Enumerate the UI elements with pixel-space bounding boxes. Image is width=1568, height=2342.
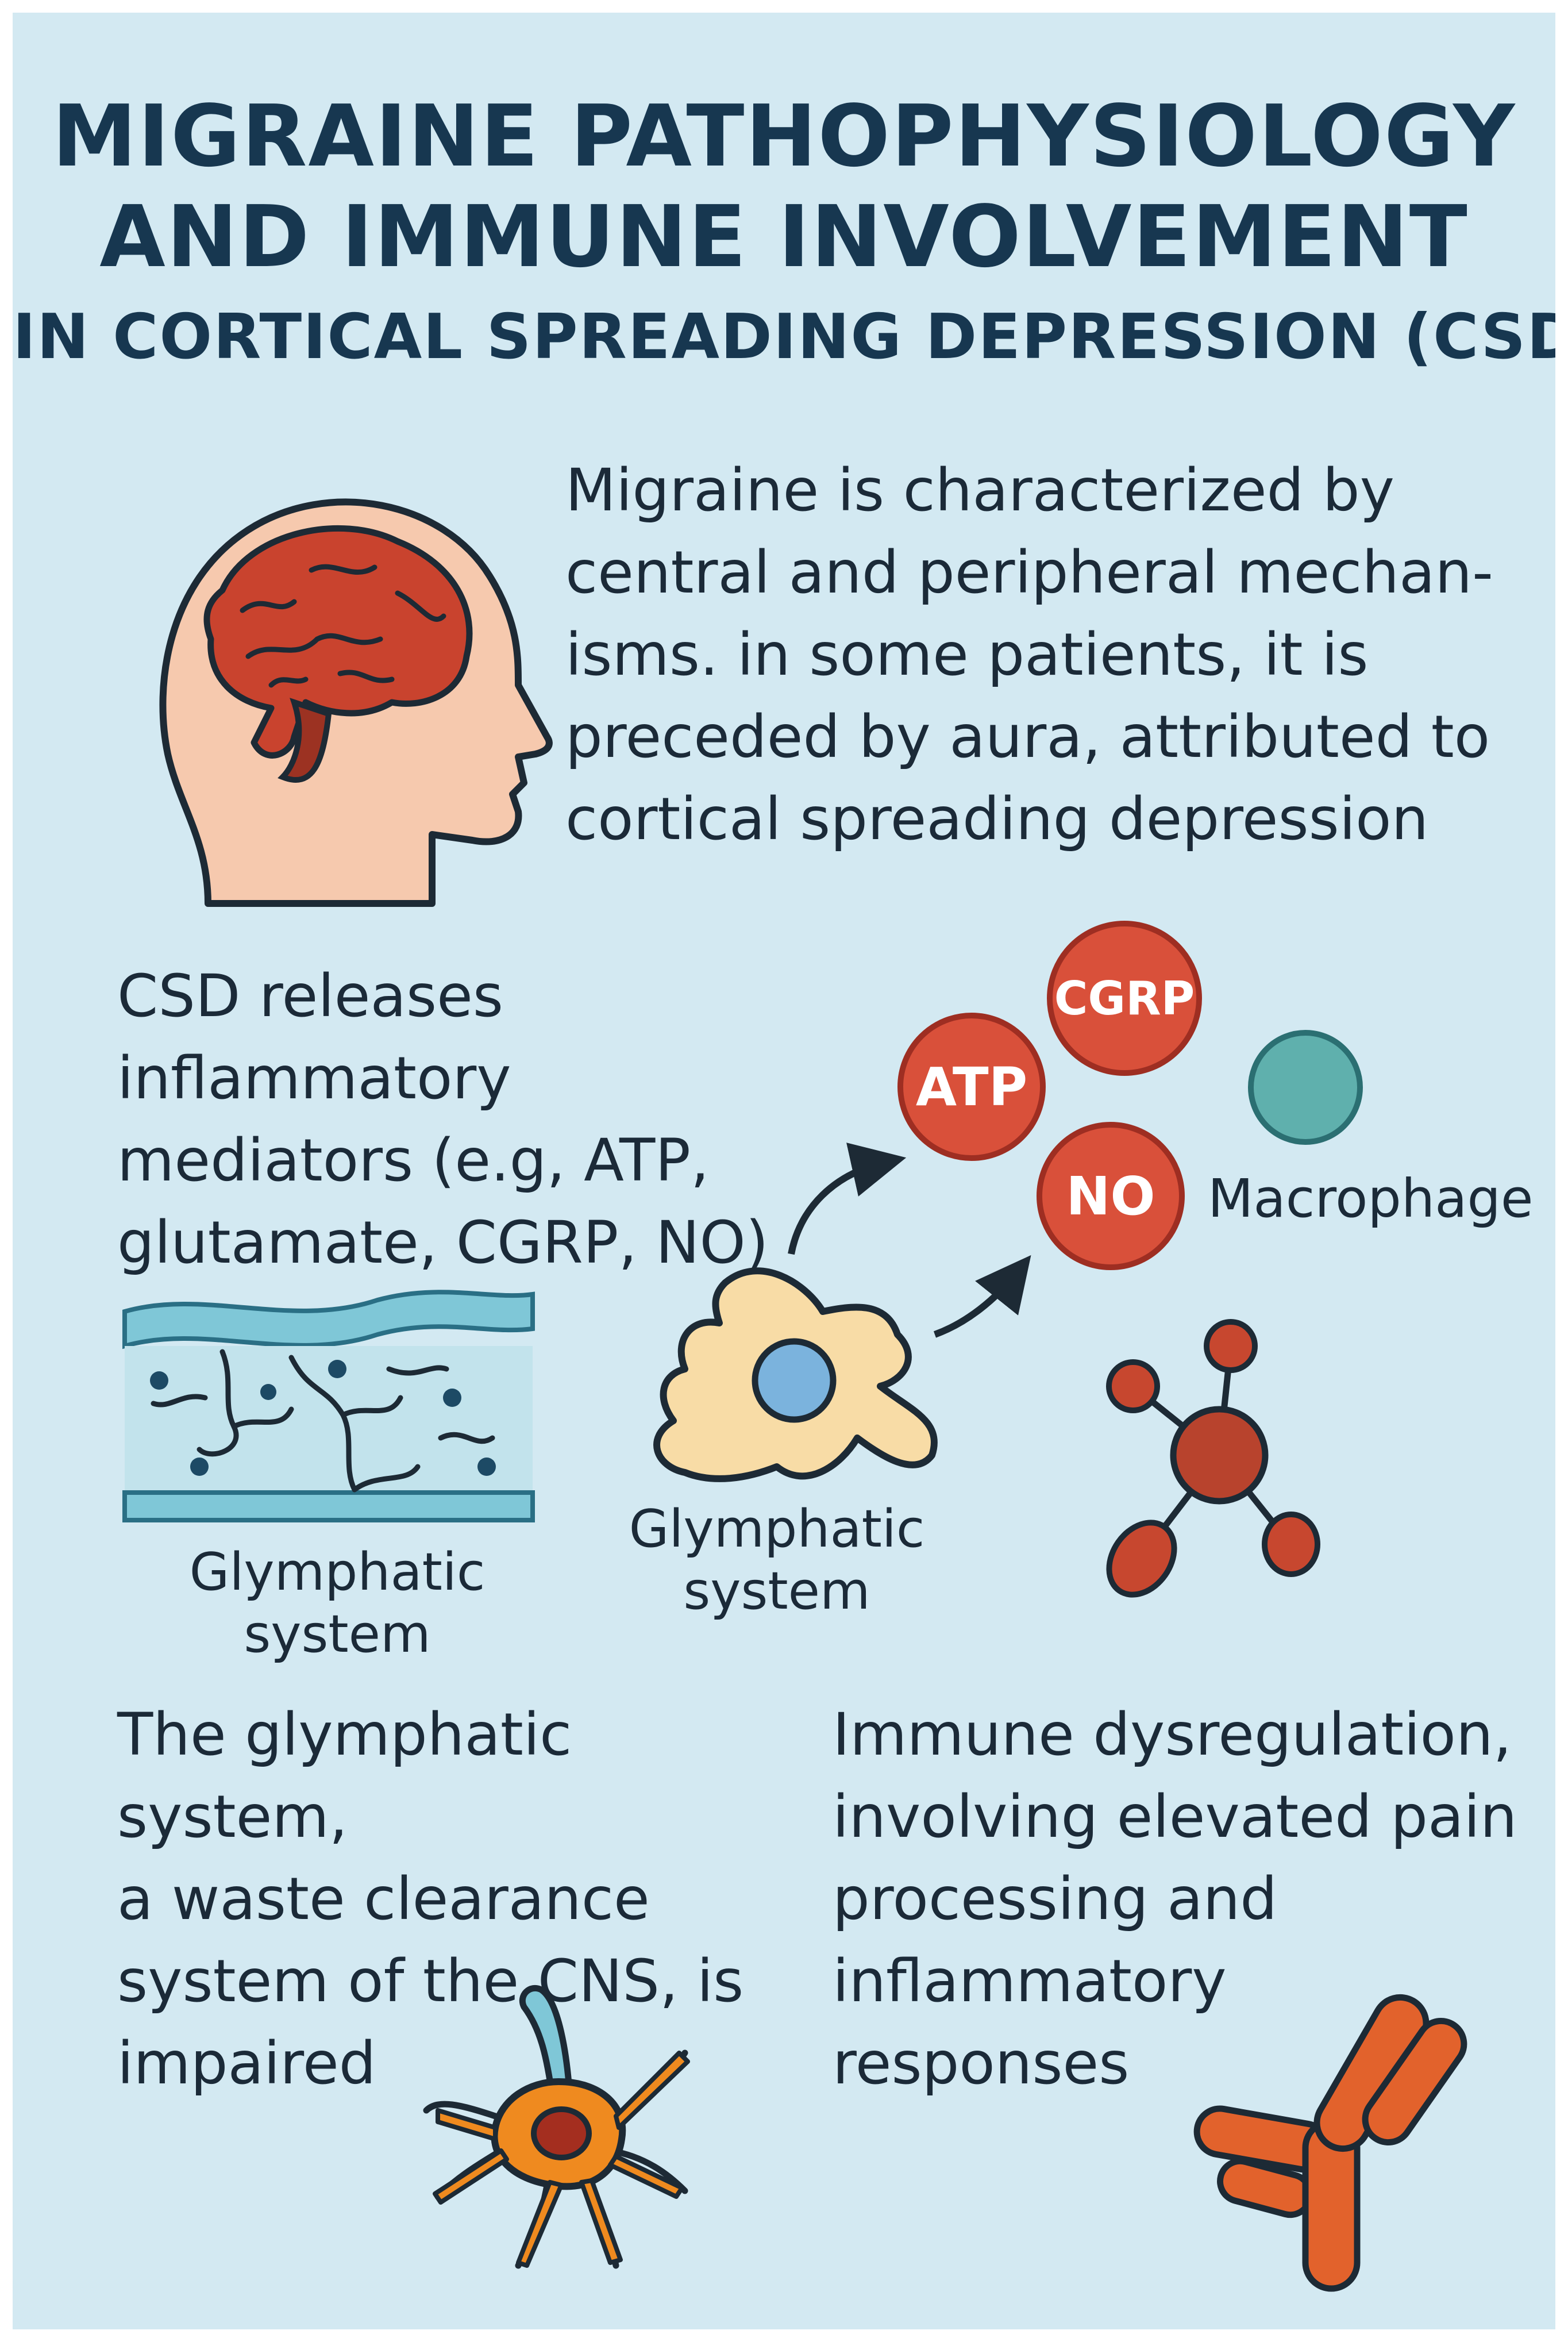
csd-line: mediators (e.g, ATP,	[117, 1126, 710, 1195]
glymphatic-center-line: Glymphatic	[629, 1499, 925, 1559]
macrophage-label: Macrophage	[1208, 1168, 1534, 1229]
glymphatic-left-label: Glymphatic system	[189, 1542, 486, 1664]
infographic-panel: MIGRAINE PATHOPHYSIOLOGY AND IMMUNE INVO…	[13, 13, 1555, 2329]
antibody-icon	[1193, 1994, 1467, 2292]
intro-line: isms. in some patients, it is	[565, 621, 1369, 689]
immune-line: involving elevated pain	[833, 1783, 1517, 1851]
atp-mediator: ATP	[897, 1013, 1046, 1161]
macrophage-icon	[1248, 1030, 1363, 1145]
intro-paragraph: Migraine is characterized by central and…	[565, 449, 1513, 860]
glymphatic-line: a waste clearance	[117, 1865, 650, 1933]
astrocyte-icon	[423, 1985, 690, 2269]
glymphatic-line: impaired	[117, 2029, 376, 2098]
intro-line: preceded by aura, attributed to	[565, 703, 1490, 771]
glymphatic-center-label: Glymphatic system	[604, 1498, 949, 1622]
intro-line: Migraine is characterized by	[565, 456, 1394, 525]
csd-line: CSD releases inflammatory	[117, 962, 511, 1113]
vessel-icon	[122, 1290, 535, 1522]
molecule-icon	[1106, 1319, 1320, 1598]
atp-label: ATP	[915, 1056, 1028, 1118]
microglia-icon	[653, 1267, 938, 1482]
glymphatic-line: The glymphatic system,	[117, 1701, 572, 1851]
immune-paragraph: Immune dysregulation, involving elevated…	[833, 1694, 1522, 2105]
glymphatic-line: system of the CNS, is	[117, 1947, 744, 2016]
arrow-icon	[788, 1143, 907, 1255]
subtitle: IN CORTICAL SPREADING DEPRESSION (CSD)	[13, 301, 1555, 373]
title-line-2: AND IMMUNE INVOLVEMENT	[99, 187, 1469, 286]
immune-line: inflammatory	[833, 1947, 1227, 2016]
title-line-1: MIGRAINE PATHOPHYSIOLOGY	[52, 87, 1516, 186]
intro-line: central and peripheral mechan-	[565, 539, 1493, 607]
immune-line: processing and	[833, 1865, 1278, 1933]
immune-line: Immune dysregulation,	[833, 1701, 1512, 1769]
glymphatic-paragraph: The glymphatic system, a waste clearance…	[117, 1694, 807, 2105]
cgrp-label: CGRP	[1054, 971, 1195, 1025]
head-brain-icon	[159, 498, 553, 907]
no-label: NO	[1066, 1165, 1155, 1227]
arrow-icon	[933, 1255, 1031, 1338]
csd-line: glutamate, CGRP, NO)	[117, 1209, 769, 1277]
csd-paragraph: CSD releases inflammatory mediators (e.g…	[117, 955, 910, 1284]
no-mediator: NO	[1037, 1122, 1185, 1270]
intro-line: cortical spreading depression	[565, 785, 1429, 853]
glymphatic-center-line: system	[683, 1561, 870, 1621]
cgrp-mediator: CGRP	[1047, 921, 1202, 1076]
immune-line: responses	[833, 2029, 1130, 2098]
